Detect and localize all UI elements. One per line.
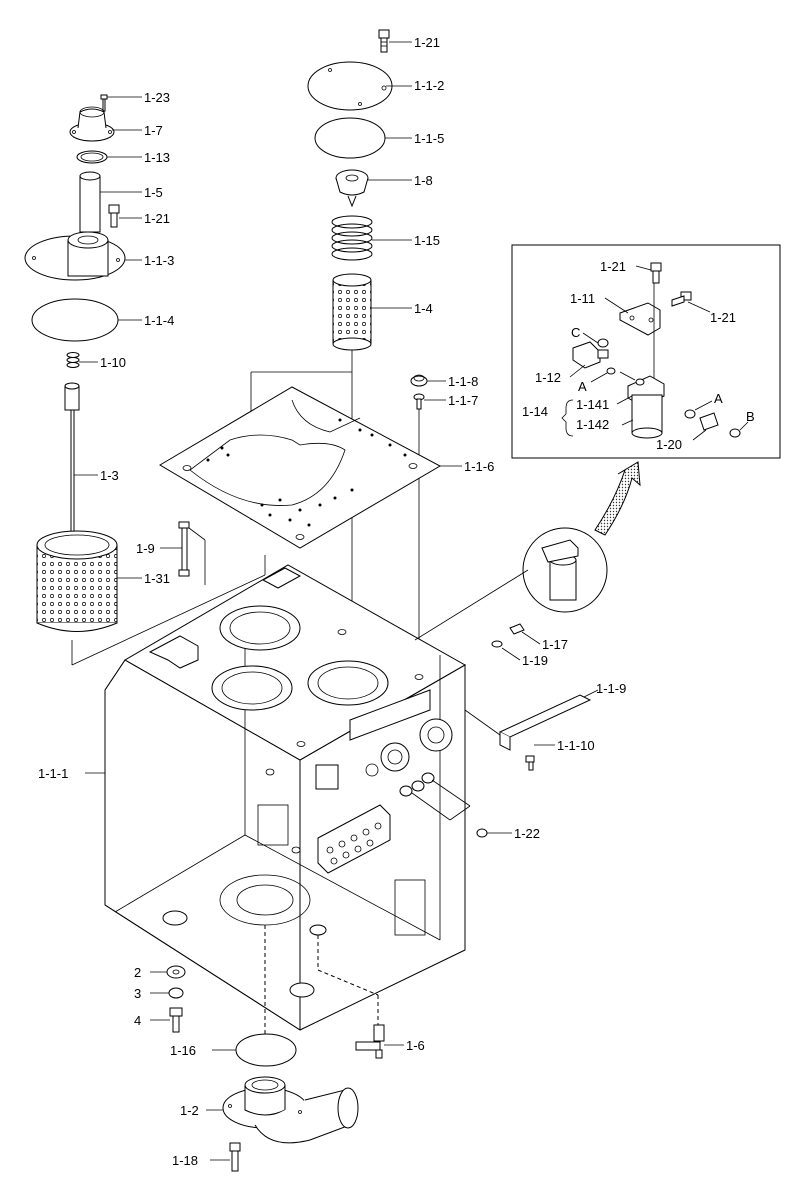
bolt-1-22 xyxy=(399,772,488,838)
label-1-1-6: 1-1-6 xyxy=(464,459,494,474)
inset-bracket-1-11 xyxy=(619,302,661,336)
label-3: 3 xyxy=(134,986,141,1001)
label-1-22: 1-22 xyxy=(514,826,540,841)
inset-fitting-1-20 xyxy=(699,412,719,431)
inset-bolt-1-21-b xyxy=(671,291,692,307)
rod-1-3 xyxy=(64,382,80,546)
label-2: 2 xyxy=(134,965,141,980)
detail-filter-small xyxy=(541,539,579,601)
valve-1-8 xyxy=(335,169,369,208)
inset-label-1-11: 1-11 xyxy=(570,291,595,306)
inset-label-c: C xyxy=(571,325,580,340)
bolt-1-21-left xyxy=(108,204,120,228)
label-1-16: 1-16 xyxy=(170,1043,196,1058)
inset-label-1-142: 1-142 xyxy=(576,417,609,432)
suction-elbow-1-2 xyxy=(222,1076,359,1144)
label-1-1-2: 1-1-2 xyxy=(414,78,444,93)
inset-bolt-1-21-a xyxy=(650,262,662,284)
filter-element-1-4 xyxy=(332,273,372,351)
spring-1-15 xyxy=(331,215,373,261)
label-1-21-left: 1-21 xyxy=(144,211,170,226)
spring-1-10 xyxy=(66,352,80,368)
label-1-19: 1-19 xyxy=(522,653,548,668)
bracket-1-1-9 xyxy=(498,694,592,751)
bolt-1-18 xyxy=(229,1142,241,1172)
label-1-10: 1-10 xyxy=(100,355,126,370)
inset-ring-a2 xyxy=(684,409,696,419)
label-1-1-7: 1-1-7 xyxy=(448,393,478,408)
label-1-13: 1-13 xyxy=(144,150,170,165)
gasket-1-16 xyxy=(235,1033,297,1067)
cap-1-1-8 xyxy=(410,374,428,387)
cap-1-7 xyxy=(69,106,115,142)
inset-ring-c xyxy=(597,338,609,348)
plug-1-17 xyxy=(509,623,525,635)
inset-label-a2: A xyxy=(714,391,723,406)
label-1-1-5: 1-1-5 xyxy=(414,131,444,146)
label-1-17: 1-17 xyxy=(542,637,568,652)
label-1-31: 1-31 xyxy=(144,571,170,586)
label-1-21-top: 1-21 xyxy=(414,35,440,50)
bolt-1-1-7 xyxy=(413,393,425,410)
label-1-9: 1-9 xyxy=(136,541,155,556)
inset-label-a1: A xyxy=(578,379,587,394)
label-1-15: 1-15 xyxy=(414,233,440,248)
label-1-2: 1-2 xyxy=(180,1103,199,1118)
drain-cock-1-6 xyxy=(355,1024,385,1059)
inset-filter-1-14 xyxy=(627,375,665,439)
inset-label-1-20: 1-20 xyxy=(656,437,682,452)
bolt-1-21-top xyxy=(378,29,390,53)
screw-1-23 xyxy=(100,94,108,112)
inset-label-b: B xyxy=(746,409,755,424)
inset-label-1-21-a: 1-21 xyxy=(600,259,626,274)
label-1-23: 1-23 xyxy=(144,90,170,105)
inset-label-1-14: 1-14 xyxy=(522,404,548,419)
inset-box xyxy=(511,244,781,459)
pipe-1-5 xyxy=(79,171,101,233)
bolt-4 xyxy=(169,1007,183,1033)
label-1-1-4: 1-1-4 xyxy=(144,313,174,328)
o-ring-1-19 xyxy=(491,640,503,648)
inset-ring-b xyxy=(729,428,741,438)
label-1-18: 1-18 xyxy=(172,1153,198,1168)
level-gauge-1-9 xyxy=(178,521,190,577)
label-1-8: 1-8 xyxy=(414,173,433,188)
label-1-4: 1-4 xyxy=(414,301,433,316)
label-1-1-8: 1-1-8 xyxy=(448,374,478,389)
label-1-5: 1-5 xyxy=(144,185,163,200)
label-1-3: 1-3 xyxy=(100,468,119,483)
flange-1-1-3 xyxy=(24,231,126,281)
bolt-1-1-10 xyxy=(525,755,535,771)
washer-3 xyxy=(168,987,184,999)
detail-arrow xyxy=(594,461,641,536)
inset-valve-1-12 xyxy=(572,341,609,369)
top-plate-1-1-6 xyxy=(159,386,442,549)
label-1-7: 1-7 xyxy=(144,123,163,138)
cover-plate xyxy=(307,61,393,111)
label-1-1-10: 1-1-10 xyxy=(557,738,595,753)
inset-ring-a1 xyxy=(606,367,616,375)
gasket-1-1-5 xyxy=(314,117,386,159)
inset-label-1-141: 1-141 xyxy=(576,397,609,412)
label-1-1-3: 1-1-3 xyxy=(144,253,174,268)
label-1-1-1: 1-1-1 xyxy=(38,766,68,781)
hydraulic-tank-1-1-1 xyxy=(104,564,467,1031)
label-1-6: 1-6 xyxy=(406,1038,425,1053)
gasket-1-1-4 xyxy=(31,298,119,342)
inset-label-1-12: 1-12 xyxy=(535,370,561,385)
inset-label-1-21-b: 1-21 xyxy=(710,310,736,325)
label-4: 4 xyxy=(134,1013,141,1028)
washer-2 xyxy=(166,965,186,979)
label-1-1-9: 1-1-9 xyxy=(596,681,626,696)
strainer-1-31 xyxy=(36,530,118,632)
